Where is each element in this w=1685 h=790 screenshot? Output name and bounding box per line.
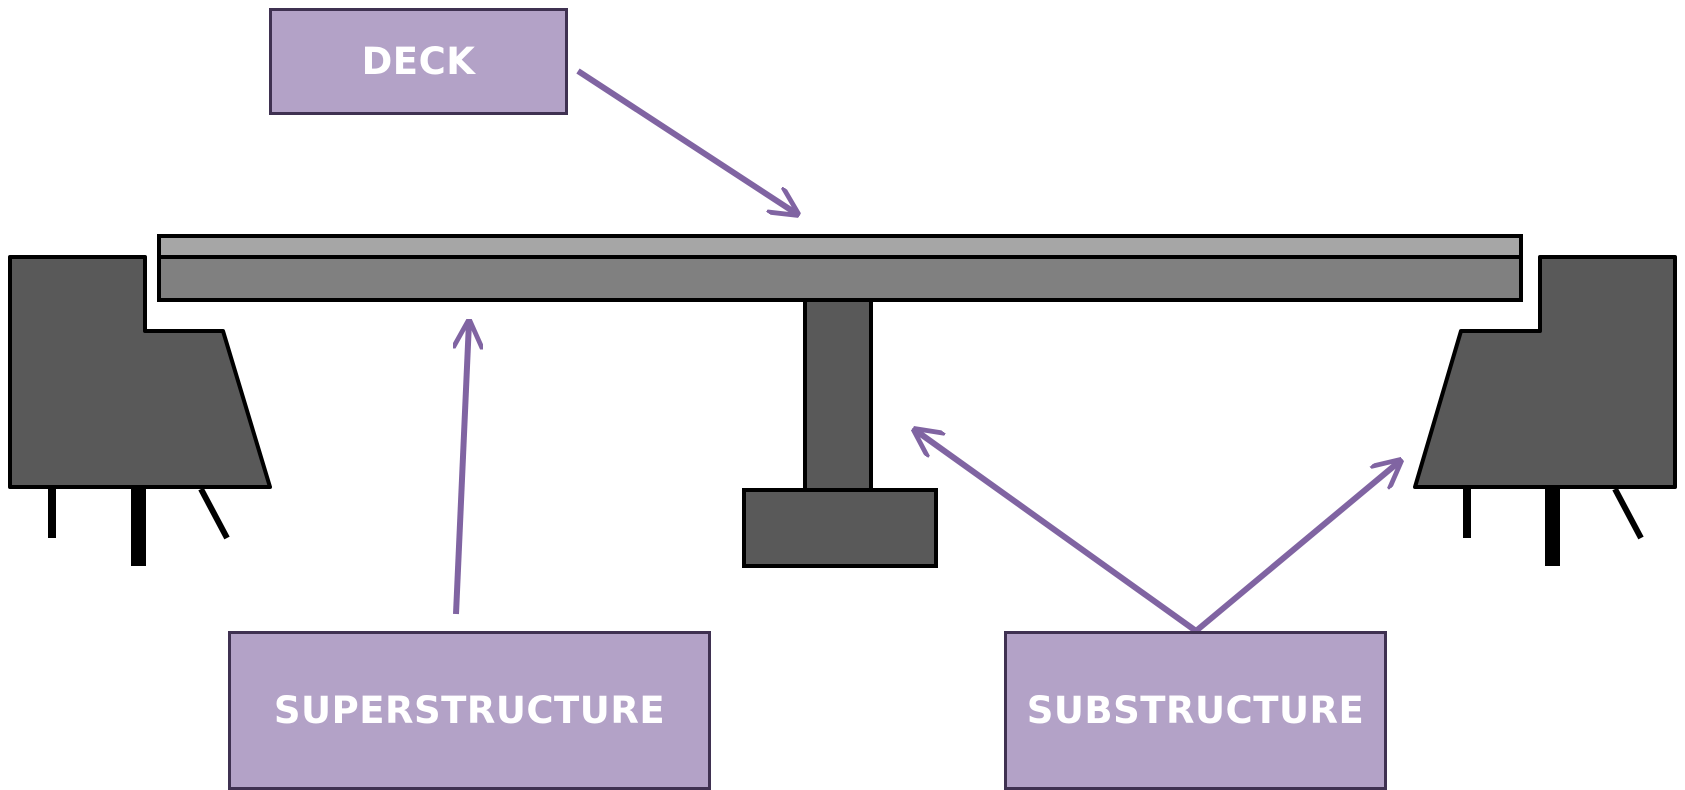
deck-label-box: DECK (269, 8, 568, 115)
substructure-arrow-abutment (1194, 461, 1400, 634)
left-abutment (8, 255, 272, 566)
substructure-label: SUBSTRUCTURE (1026, 689, 1365, 732)
left-pile-2 (131, 487, 146, 566)
right-abutment (1413, 255, 1677, 566)
central-pier (742, 298, 938, 568)
left-pile-1 (48, 487, 56, 538)
deck-slab (157, 234, 1523, 259)
deck-label: DECK (361, 40, 476, 83)
pier-footing (742, 488, 938, 568)
left-pile-3 (198, 487, 230, 540)
girder (157, 255, 1523, 302)
right-pile-2 (1545, 487, 1560, 566)
superstructure-label-box: SUPERSTRUCTURE (228, 631, 711, 790)
right-pile-1 (1463, 487, 1471, 538)
superstructure-arrow (456, 322, 469, 615)
superstructure-label: SUPERSTRUCTURE (273, 689, 666, 732)
substructure-arrow-pier (915, 430, 1198, 634)
pier-column (803, 298, 873, 492)
right-pile-3 (1612, 487, 1644, 540)
deck-arrow (576, 68, 797, 214)
substructure-label-box: SUBSTRUCTURE (1004, 631, 1387, 790)
